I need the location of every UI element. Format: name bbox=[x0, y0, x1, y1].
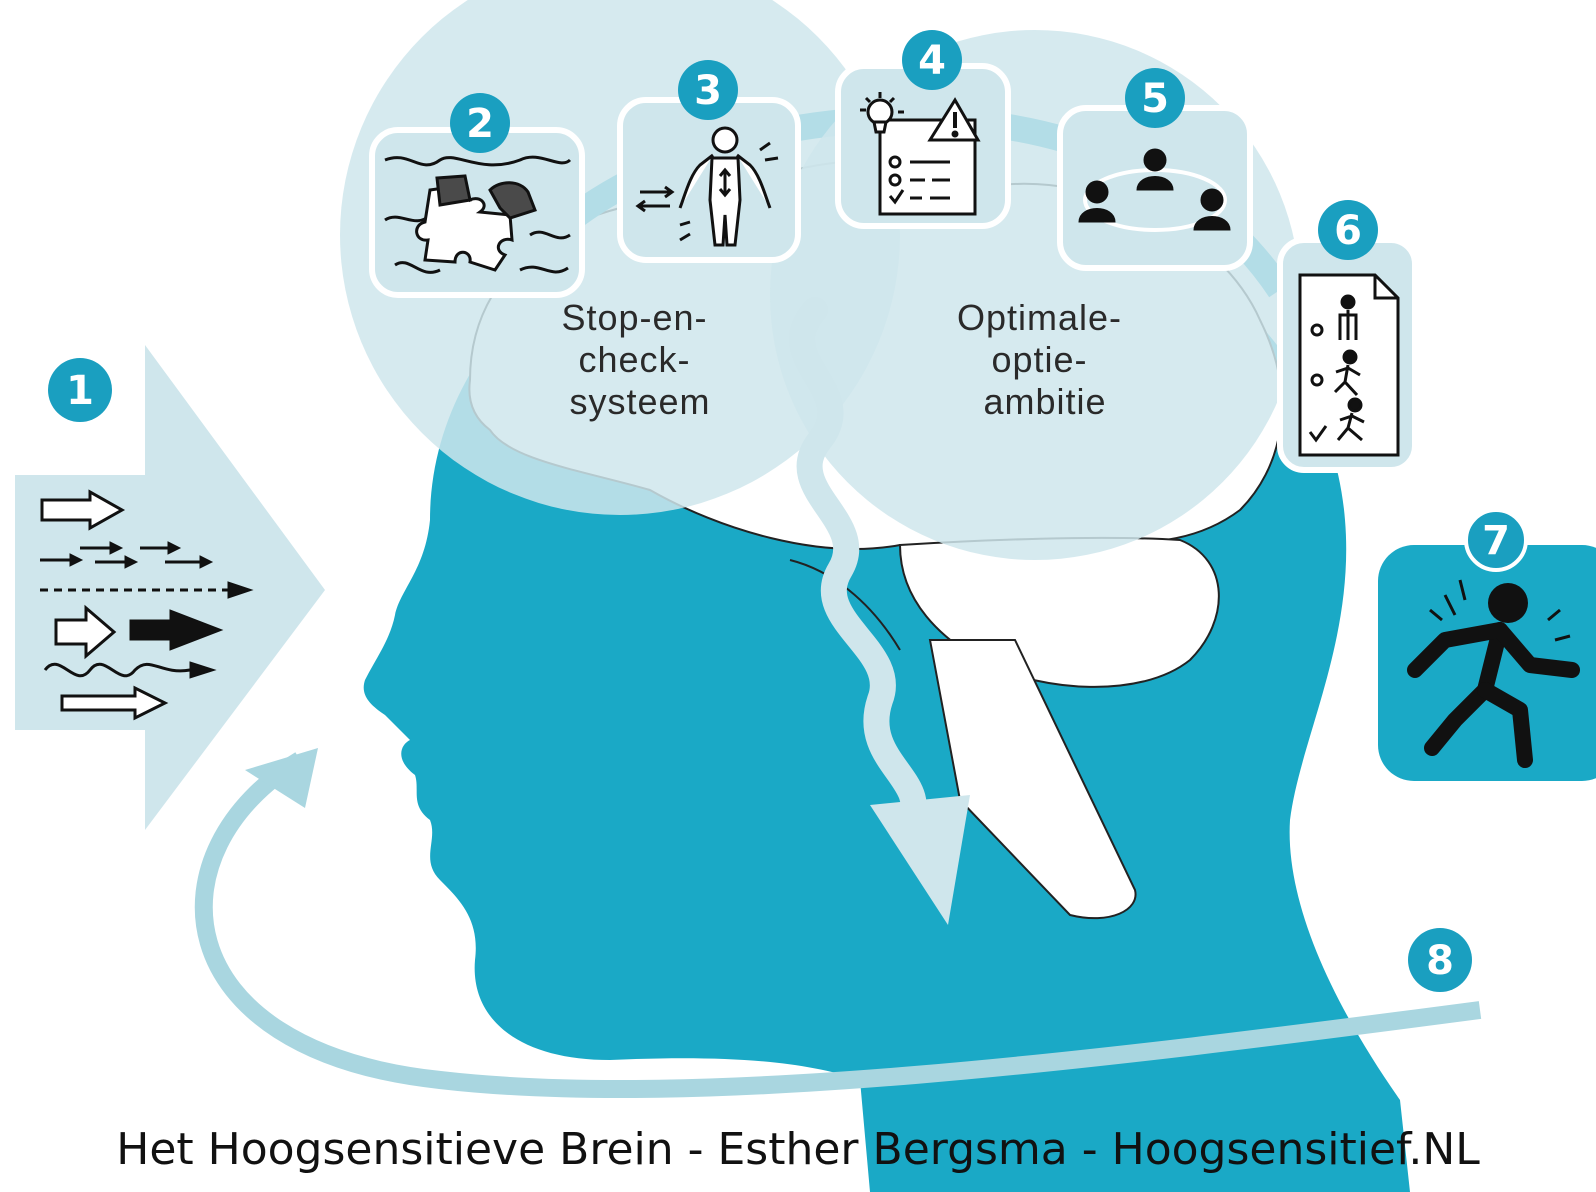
step-1-number: 1 bbox=[66, 368, 94, 414]
input-arrow bbox=[15, 345, 325, 830]
step-5-card: 5 bbox=[1057, 68, 1253, 271]
step-6-badge bbox=[1318, 200, 1378, 260]
step-6-number: 6 bbox=[1334, 208, 1362, 254]
incoming-stimuli-arrows-icon bbox=[40, 489, 254, 721]
step-8-badge bbox=[1408, 928, 1472, 992]
footer-credit: Het Hoogsensitieve Brein - Esther Bergsm… bbox=[116, 1124, 1480, 1175]
puzzle-pieces-icon bbox=[384, 155, 572, 274]
step-2-badge bbox=[450, 93, 510, 153]
step-2-number: 2 bbox=[466, 101, 494, 147]
step-7-card: 7 bbox=[1378, 508, 1596, 781]
person-running-icon bbox=[1407, 579, 1580, 768]
step-4-number: 4 bbox=[918, 38, 946, 84]
thought-flow-arrow bbox=[789, 297, 970, 925]
idea-checklist-warning-icon bbox=[860, 92, 981, 216]
step-1-badge bbox=[48, 358, 112, 422]
step-3-badge bbox=[678, 60, 738, 120]
step-7-number: 7 bbox=[1482, 518, 1510, 564]
step-7-badge bbox=[1464, 508, 1528, 572]
people-network-icon bbox=[1078, 148, 1231, 232]
step-4-badge bbox=[902, 30, 962, 90]
action-options-list-icon bbox=[1298, 273, 1400, 457]
body-awareness-icon bbox=[635, 126, 779, 247]
step-5-badge bbox=[1125, 68, 1185, 128]
step-3-card: 3 bbox=[617, 60, 801, 263]
feedback-loop-arrow bbox=[194, 748, 1482, 1099]
step-8-number: 8 bbox=[1426, 938, 1454, 984]
step-4-card: 4 bbox=[835, 30, 1011, 229]
step-2-card: 2 bbox=[369, 93, 585, 298]
step-3-number: 3 bbox=[694, 68, 722, 114]
step-5-number: 5 bbox=[1141, 76, 1169, 122]
stop-check-label: Stop-en- check- systeem bbox=[561, 297, 718, 422]
optimal-option-label: Optimale- optie- ambitie bbox=[957, 297, 1133, 422]
step-6-card: 6 bbox=[1277, 200, 1418, 473]
